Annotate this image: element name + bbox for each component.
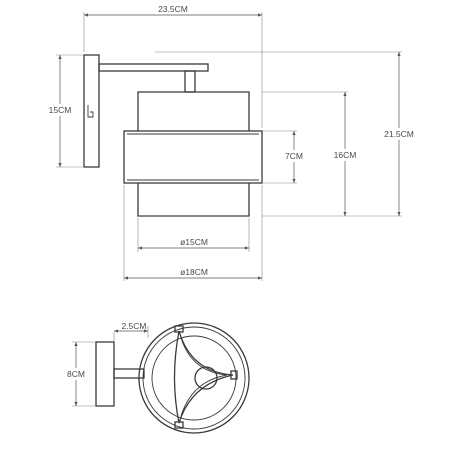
dim-total-width: 23.5CM — [83, 4, 263, 128]
label-outer-diameter: ø18CM — [180, 267, 208, 277]
label-arm-offset: 2.5CM — [121, 321, 146, 331]
dim-inner-diameter: ø15CM — [137, 218, 250, 252]
dim-total-height: 21.5CM — [155, 51, 417, 217]
top-view: 2.5CM 8CM — [62, 321, 250, 434]
wall-plate — [83, 54, 100, 168]
clip-right — [230, 370, 238, 380]
dim-plate-height: 15CM — [45, 54, 84, 168]
outer-band — [123, 130, 263, 184]
dim-band-height: 7CM — [262, 130, 309, 184]
label-total-width: 23.5CM — [158, 4, 188, 14]
outer-ring-inner — [142, 326, 246, 430]
top-arm — [113, 368, 145, 379]
label-inner-diameter: ø15CM — [180, 237, 208, 247]
center-socket — [194, 366, 218, 390]
inner-shade-bottom — [137, 183, 250, 217]
dim-plate-diameter: 8CM — [62, 341, 96, 407]
label-shade-height: 16CM — [334, 150, 357, 160]
tri-arm-inner — [180, 337, 228, 417]
label-plate-diameter: 8CM — [67, 369, 85, 379]
inner-ring — [151, 335, 237, 421]
label-band-height: 7CM — [285, 151, 303, 161]
label-plate-height: 15CM — [49, 105, 72, 115]
top-wall-plate — [95, 341, 115, 407]
label-total-height: 21.5CM — [384, 129, 414, 139]
clip-bottom — [174, 421, 184, 429]
dim-arm-offset: 2.5CM — [113, 321, 149, 342]
stem — [184, 70, 196, 93]
outer-ring — [138, 322, 250, 434]
clip-top — [174, 325, 184, 333]
dim-shade-height: 16CM — [262, 91, 361, 216]
inner-shade — [137, 91, 250, 131]
tri-arm-frame — [173, 330, 234, 424]
mounting-arm — [98, 63, 209, 72]
front-view: 23.5CM 15CM 21.5CM 16CM — [45, 4, 417, 281]
dim-outer-diameter: ø18CM — [123, 185, 263, 281]
plate-slot-icon — [87, 105, 94, 118]
